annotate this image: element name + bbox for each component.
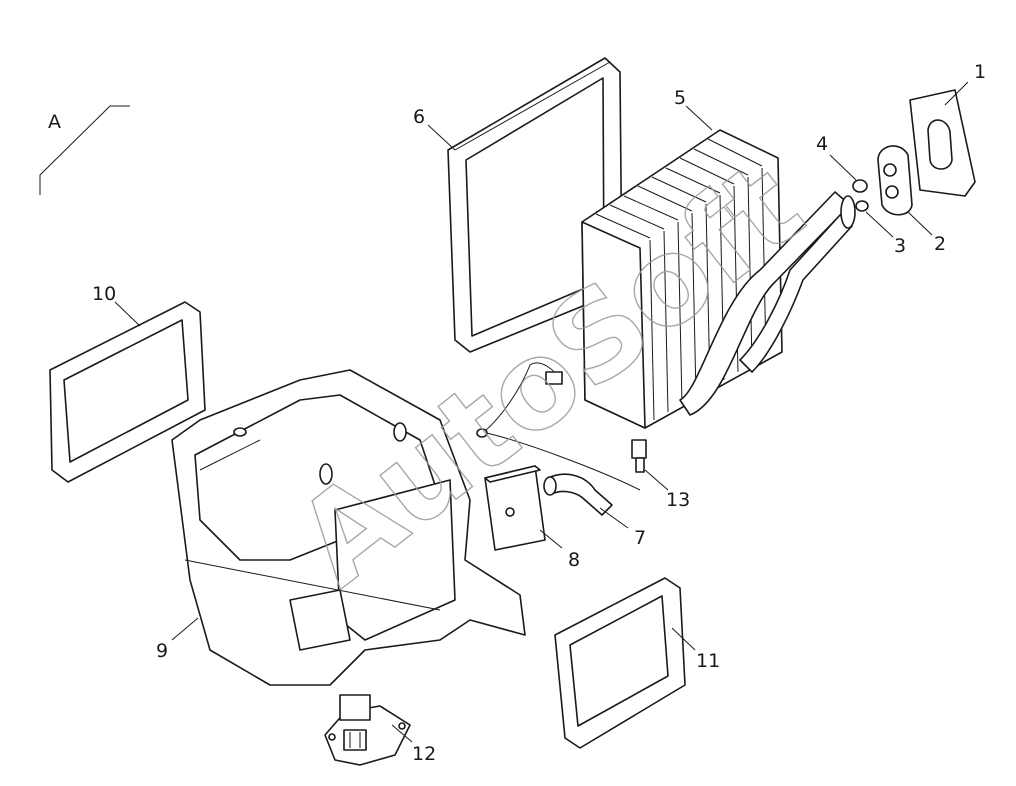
o-ring-large: [852, 179, 868, 193]
sensor-connector: [476, 362, 647, 491]
callout-3: 3: [894, 235, 906, 257]
callout-1: 1: [974, 61, 986, 83]
seal-pad: [909, 89, 976, 197]
pipe-flange-plate: [877, 145, 913, 216]
callout-4: 4: [816, 133, 828, 155]
callout-2: 2: [934, 233, 946, 255]
callout-6: 6: [413, 106, 425, 128]
drain-hose: [543, 473, 613, 516]
callout-13: 13: [666, 489, 690, 511]
view-a-marker: A: [39, 105, 130, 195]
view-label: A: [48, 111, 61, 133]
leader-lines: [114, 81, 969, 743]
evaporator-core: [581, 129, 856, 429]
hvac-housing: [171, 369, 526, 686]
callout-7: 7: [634, 527, 646, 549]
callout-8: 8: [568, 549, 580, 571]
filter-frame-right: [554, 577, 686, 749]
evaporator-fins: [595, 138, 767, 421]
callout-labels: 1 2 3 4 5 6 7 8 9 10 11 12 13: [92, 61, 986, 765]
callout-12: 12: [412, 743, 436, 765]
o-ring-small: [855, 200, 869, 212]
foam-block: [484, 465, 546, 551]
evaporator-seal-frame: [447, 57, 623, 353]
filter-frame-left: [49, 301, 206, 483]
callout-5: 5: [674, 87, 686, 109]
callout-9: 9: [156, 640, 168, 662]
callout-10: 10: [92, 283, 116, 305]
blower-resistor: [324, 694, 411, 766]
callout-11: 11: [696, 650, 720, 672]
